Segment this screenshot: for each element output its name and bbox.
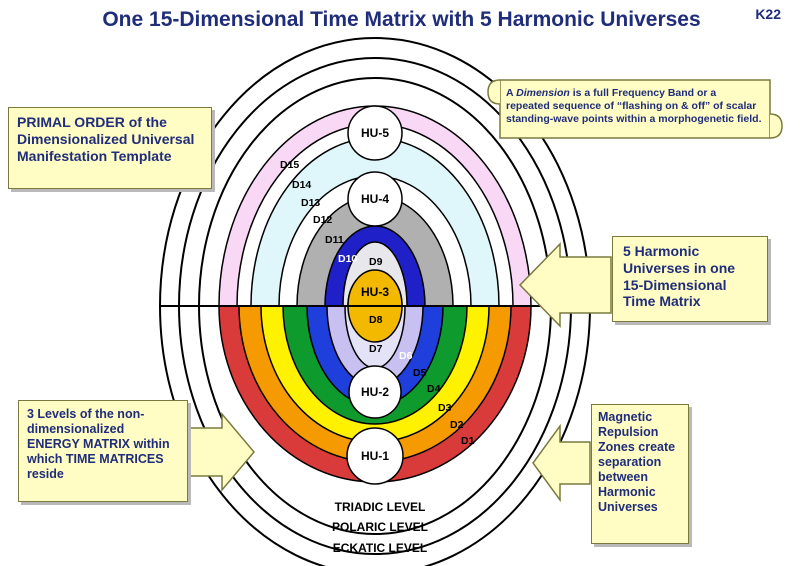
- eckatic-level-label: ECKATIC LEVEL: [333, 541, 427, 555]
- d7-label: D7: [369, 343, 383, 355]
- d2-label: D2: [450, 419, 464, 431]
- hu4-circle: [347, 171, 403, 227]
- slide-code: K22: [755, 6, 781, 22]
- hu5-label: HU-5: [361, 126, 389, 140]
- d11-label: D11: [325, 234, 344, 246]
- d9-label: D9: [369, 256, 383, 268]
- hu2-circle: [348, 365, 402, 419]
- d12-label: D12: [313, 214, 332, 226]
- hu2-label: HU-2: [361, 385, 389, 399]
- d13-label: D13: [301, 197, 320, 209]
- triadic-level-label: TRIADIC LEVEL: [335, 500, 426, 514]
- magnetic-arrow-icon: [532, 423, 591, 503]
- hu1-label: HU-1: [361, 449, 389, 463]
- d5-label: D5: [413, 367, 427, 379]
- primal-order-box: PRIMAL ORDER of the Dimensionalized Univ…: [8, 107, 212, 189]
- d1-label: D1: [461, 435, 475, 447]
- d15-label: D15: [280, 159, 299, 171]
- d3-label: D3: [438, 402, 452, 414]
- dimension-definition-note: A Dimension is a full Frequency Band or …: [498, 82, 770, 142]
- d6-label: D6: [399, 350, 413, 362]
- hu5-circle: [347, 105, 403, 161]
- hu3-label: HU-3: [361, 285, 389, 299]
- d8-label: D8: [369, 314, 383, 326]
- energy-matrix-levels-box: 3 Levels of the non-dimensionalized ENER…: [18, 400, 188, 502]
- scroll-shape: [487, 79, 783, 139]
- harmonic-universes-box: 5 Harmonic Universes in one 15-Dimension…: [612, 236, 768, 322]
- d14-label: D14: [292, 179, 311, 191]
- note-text: is a full Frequency Band or a repeated s…: [506, 87, 762, 126]
- d10-label: D10: [338, 253, 357, 265]
- hu4-label: HU-4: [361, 192, 389, 206]
- note-emphasis: Dimension: [516, 87, 570, 99]
- note-prefix: A: [506, 87, 517, 99]
- page-title: One 15-Dimensional Time Matrix with 5 Ha…: [102, 8, 701, 31]
- polaric-level-label: POLARIC LEVEL: [332, 520, 428, 534]
- d4-label: D4: [427, 383, 441, 395]
- harmonic-arrow-icon: [518, 242, 612, 328]
- magnetic-repulsion-box: Magnetic Repulsion Zones create separati…: [591, 404, 689, 544]
- hu1-circle: [346, 427, 404, 485]
- levels-arrow-icon: [187, 411, 255, 493]
